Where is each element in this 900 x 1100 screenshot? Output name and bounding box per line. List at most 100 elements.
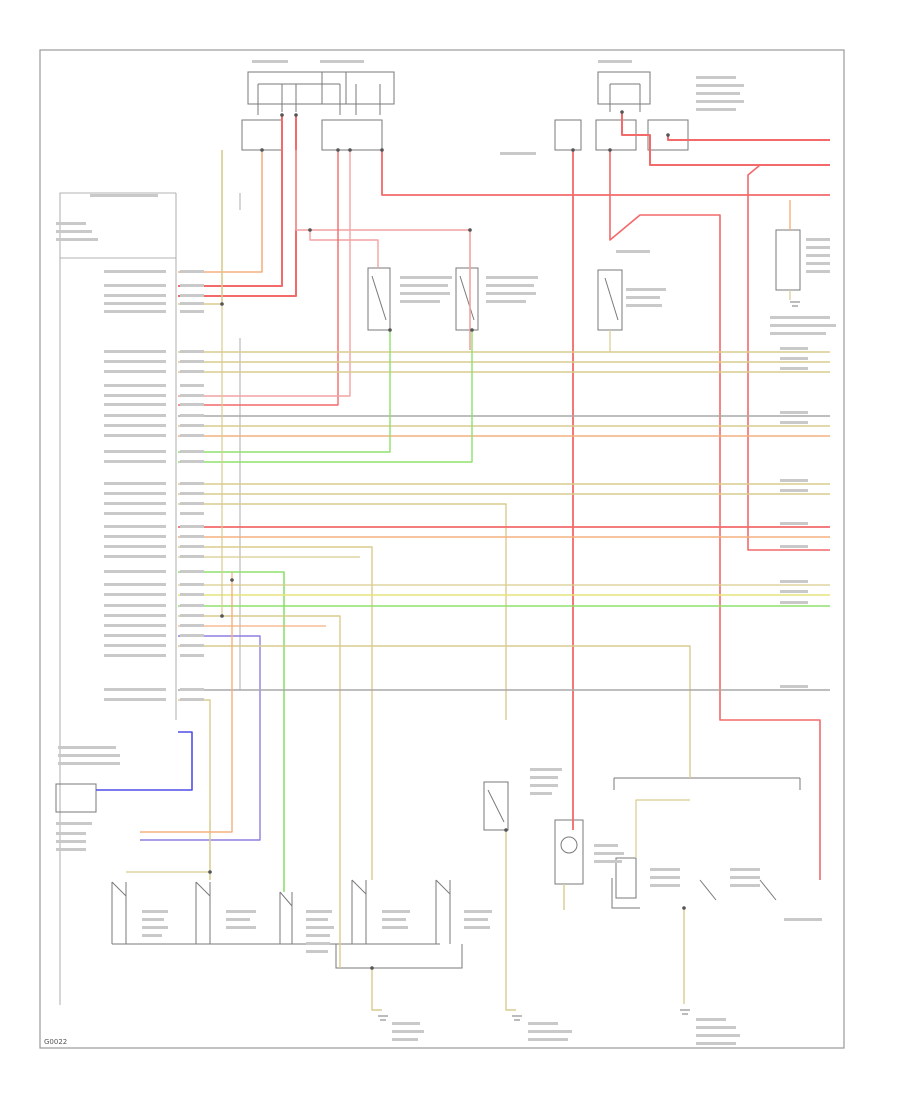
wire-red-long bbox=[381, 150, 830, 196]
wire-code-label bbox=[180, 403, 204, 406]
component-label bbox=[530, 768, 562, 771]
module-label bbox=[56, 230, 92, 233]
wire-code-label bbox=[180, 460, 204, 463]
wire-pink-turn bbox=[178, 150, 351, 397]
splice-dot bbox=[468, 228, 472, 232]
component-label bbox=[730, 868, 760, 871]
wire-code-label bbox=[180, 525, 204, 528]
component-label bbox=[142, 918, 164, 921]
wire-code-label bbox=[180, 294, 204, 297]
pin-label bbox=[104, 604, 166, 607]
annotation-label bbox=[626, 304, 662, 307]
wire-tan-bottom bbox=[178, 615, 341, 968]
splice-dot bbox=[348, 148, 352, 152]
wire-code-label bbox=[180, 654, 204, 657]
pin-label bbox=[104, 593, 166, 596]
pin-labels bbox=[56, 60, 836, 1045]
annotation-label bbox=[626, 296, 660, 299]
component-label bbox=[730, 876, 760, 879]
module-label bbox=[90, 194, 158, 197]
annotation-label bbox=[696, 100, 744, 103]
module-label bbox=[56, 238, 98, 241]
component-label bbox=[594, 852, 624, 855]
module-label bbox=[58, 746, 116, 749]
bottom-switch-row bbox=[111, 878, 777, 969]
splice-dot bbox=[294, 113, 298, 117]
wire-code-label bbox=[180, 370, 204, 373]
pin-label bbox=[104, 482, 166, 485]
module-label bbox=[56, 848, 86, 851]
annotation-label bbox=[696, 76, 736, 79]
wire-code-label bbox=[180, 502, 204, 505]
wire-orange-return bbox=[140, 580, 233, 833]
annotation-label bbox=[486, 284, 534, 287]
wire-code-label-right bbox=[780, 367, 808, 370]
fuse-block-hot-at-all-times bbox=[321, 71, 395, 105]
component-label bbox=[594, 860, 622, 863]
wire-code-label bbox=[180, 624, 204, 627]
wire-code-label bbox=[180, 604, 204, 607]
wire-code-label-right bbox=[780, 347, 808, 350]
module-label bbox=[56, 822, 92, 825]
splice-dot bbox=[208, 870, 212, 874]
module-label bbox=[56, 840, 86, 843]
wire-code-label bbox=[180, 302, 204, 305]
component-label bbox=[650, 876, 680, 879]
splice-dot bbox=[571, 148, 575, 152]
wire-code-label-right bbox=[780, 489, 808, 492]
wire-code-label bbox=[180, 698, 204, 701]
annotation-label bbox=[770, 316, 830, 319]
ground-symbols bbox=[378, 301, 800, 1021]
component-label bbox=[530, 776, 558, 779]
wire-code-label-right bbox=[780, 522, 808, 525]
pin-label bbox=[104, 434, 166, 437]
annotation-label bbox=[486, 300, 526, 303]
component-label bbox=[464, 926, 490, 929]
connector-c1 bbox=[241, 119, 283, 151]
splice-dot bbox=[504, 828, 508, 832]
wire-code-label-right bbox=[780, 545, 808, 548]
lamp-lower bbox=[483, 781, 509, 831]
annotation-label bbox=[320, 60, 364, 63]
component-label bbox=[528, 1030, 572, 1033]
annotation-label bbox=[400, 276, 452, 279]
component-label bbox=[306, 910, 332, 913]
splice-dot bbox=[682, 906, 686, 910]
wire-tan-switch bbox=[178, 546, 373, 880]
component-label bbox=[594, 844, 618, 847]
wire-tan-down-lamp bbox=[178, 503, 507, 720]
component-label bbox=[696, 1042, 736, 1045]
module-outline-left bbox=[59, 192, 176, 1005]
pin-label bbox=[104, 403, 166, 406]
pin-label bbox=[104, 545, 166, 548]
pin-label bbox=[104, 583, 166, 586]
pin-label bbox=[104, 624, 166, 627]
component-label bbox=[530, 784, 558, 787]
pin-label bbox=[104, 294, 166, 297]
annotation-label bbox=[598, 60, 632, 63]
module-label bbox=[58, 762, 120, 765]
pin-label bbox=[104, 644, 166, 647]
diagram-code: G0022 bbox=[44, 1038, 67, 1046]
annotation-label bbox=[626, 288, 666, 291]
wire-tan-relay-in bbox=[635, 799, 690, 858]
wire-pink-switch bbox=[295, 150, 471, 350]
module-label bbox=[56, 832, 86, 835]
wiring-harness bbox=[96, 112, 830, 1011]
fuse-block-hot-in-run bbox=[247, 71, 347, 105]
component-label bbox=[306, 950, 328, 953]
pin-label bbox=[104, 424, 166, 427]
wire-green-sw1 bbox=[178, 330, 391, 453]
component-label bbox=[392, 1038, 418, 1041]
wire-code-label bbox=[180, 555, 204, 558]
pin-label bbox=[104, 688, 166, 691]
wire-tan-ground-2 bbox=[505, 830, 516, 1011]
generator-block bbox=[55, 783, 97, 813]
wire-code-label bbox=[180, 350, 204, 353]
component-label bbox=[392, 1030, 424, 1033]
pin-label bbox=[104, 555, 166, 558]
wire-power-red-1 bbox=[178, 115, 283, 287]
annotation-label bbox=[486, 292, 536, 295]
wire-pink-branch bbox=[309, 230, 379, 268]
pin-label bbox=[104, 284, 166, 287]
